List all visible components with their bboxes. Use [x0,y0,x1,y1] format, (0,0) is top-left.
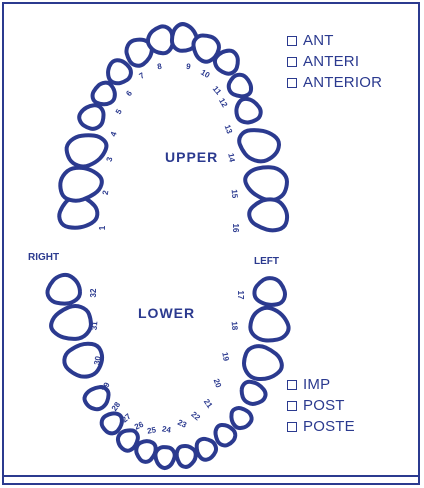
upper-tooth[interactable] [247,196,290,233]
upper-tooth-number: 8 [157,62,163,72]
upper-tooth[interactable] [235,126,282,166]
upper-tooth[interactable] [232,95,265,127]
checkbox-post[interactable] [287,401,297,411]
option-imp[interactable]: IMP [287,374,355,395]
upper-tooth-number: 7 [138,71,147,81]
lower-tooth[interactable] [240,343,285,385]
option-anterior-label: ANTERIOR [303,75,382,90]
upper-tooth-number: 16 [231,224,240,233]
option-imp-label: IMP [303,377,330,392]
lower-tooth-number: 25 [146,425,157,436]
checkbox-anterior[interactable] [287,78,297,88]
lower-tooth[interactable] [248,305,292,345]
option-ant-label: ANT [303,33,334,48]
lower-tooth-number: 23 [176,418,188,430]
lower-tooth-number: 28 [110,400,123,413]
upper-tooth-number: 1 [98,225,107,230]
upper-tooth[interactable] [225,71,256,102]
lower-tooth[interactable] [253,276,288,308]
upper-tooth-number: 15 [230,189,240,199]
upper-tooth-number: 9 [185,62,191,72]
lower-tooth[interactable] [48,303,94,343]
upper-tooth-number: 11 [211,84,224,97]
option-post-label: POST [303,398,345,413]
upper-tooth-number: 4 [109,130,119,138]
checkbox-ant[interactable] [287,36,297,46]
lower-tooth-number: 20 [212,377,224,389]
option-poste[interactable]: POSTE [287,416,355,437]
lower-tooth-number: 21 [202,397,215,410]
lower-tooth[interactable] [45,273,82,307]
upper-tooth-number: 13 [223,123,235,135]
teeth-group [45,22,292,469]
lower-tooth-number: 19 [220,351,231,362]
option-poste-label: POSTE [303,419,355,434]
checkbox-imp[interactable] [287,380,297,390]
option-anteri-label: ANTERI [303,54,359,69]
option-anteri[interactable]: ANTERI [287,51,382,72]
posterior-options: IMP POST POSTE [287,374,355,437]
upper-tooth-number: 5 [114,107,124,116]
option-anterior[interactable]: ANTERIOR [287,72,382,93]
lower-tooth[interactable] [176,445,197,468]
upper-tooth-number: 3 [105,156,115,163]
lower-tooth-number: 31 [90,320,100,330]
upper-tooth-number: 6 [124,88,134,98]
upper-arch-label: UPPER [165,149,218,165]
checkbox-poste[interactable] [287,422,297,432]
upper-tooth[interactable] [57,163,105,204]
lower-tooth[interactable] [237,378,269,409]
upper-tooth-number: 10 [199,68,212,81]
upper-tooth[interactable] [64,130,111,170]
checkbox-anteri[interactable] [287,57,297,67]
lower-tooth-number: 22 [189,410,202,423]
option-post[interactable]: POST [287,395,355,416]
right-side-label: RIGHT [28,252,59,263]
upper-tooth-number: 12 [217,97,230,110]
lower-tooth-number: 18 [230,321,240,331]
upper-tooth-number: 2 [101,189,111,195]
upper-tooth-number: 14 [226,152,237,163]
lower-tooth-number: 24 [161,424,172,435]
lower-arch-label: LOWER [138,305,195,321]
option-ant[interactable]: ANT [287,30,382,51]
left-side-label: LEFT [254,256,279,267]
upper-tooth[interactable] [242,162,290,203]
anterior-options: ANT ANTERI ANTERIOR [287,30,382,93]
lower-tooth-number: 17 [236,291,245,300]
lower-tooth-number: 32 [89,288,98,297]
